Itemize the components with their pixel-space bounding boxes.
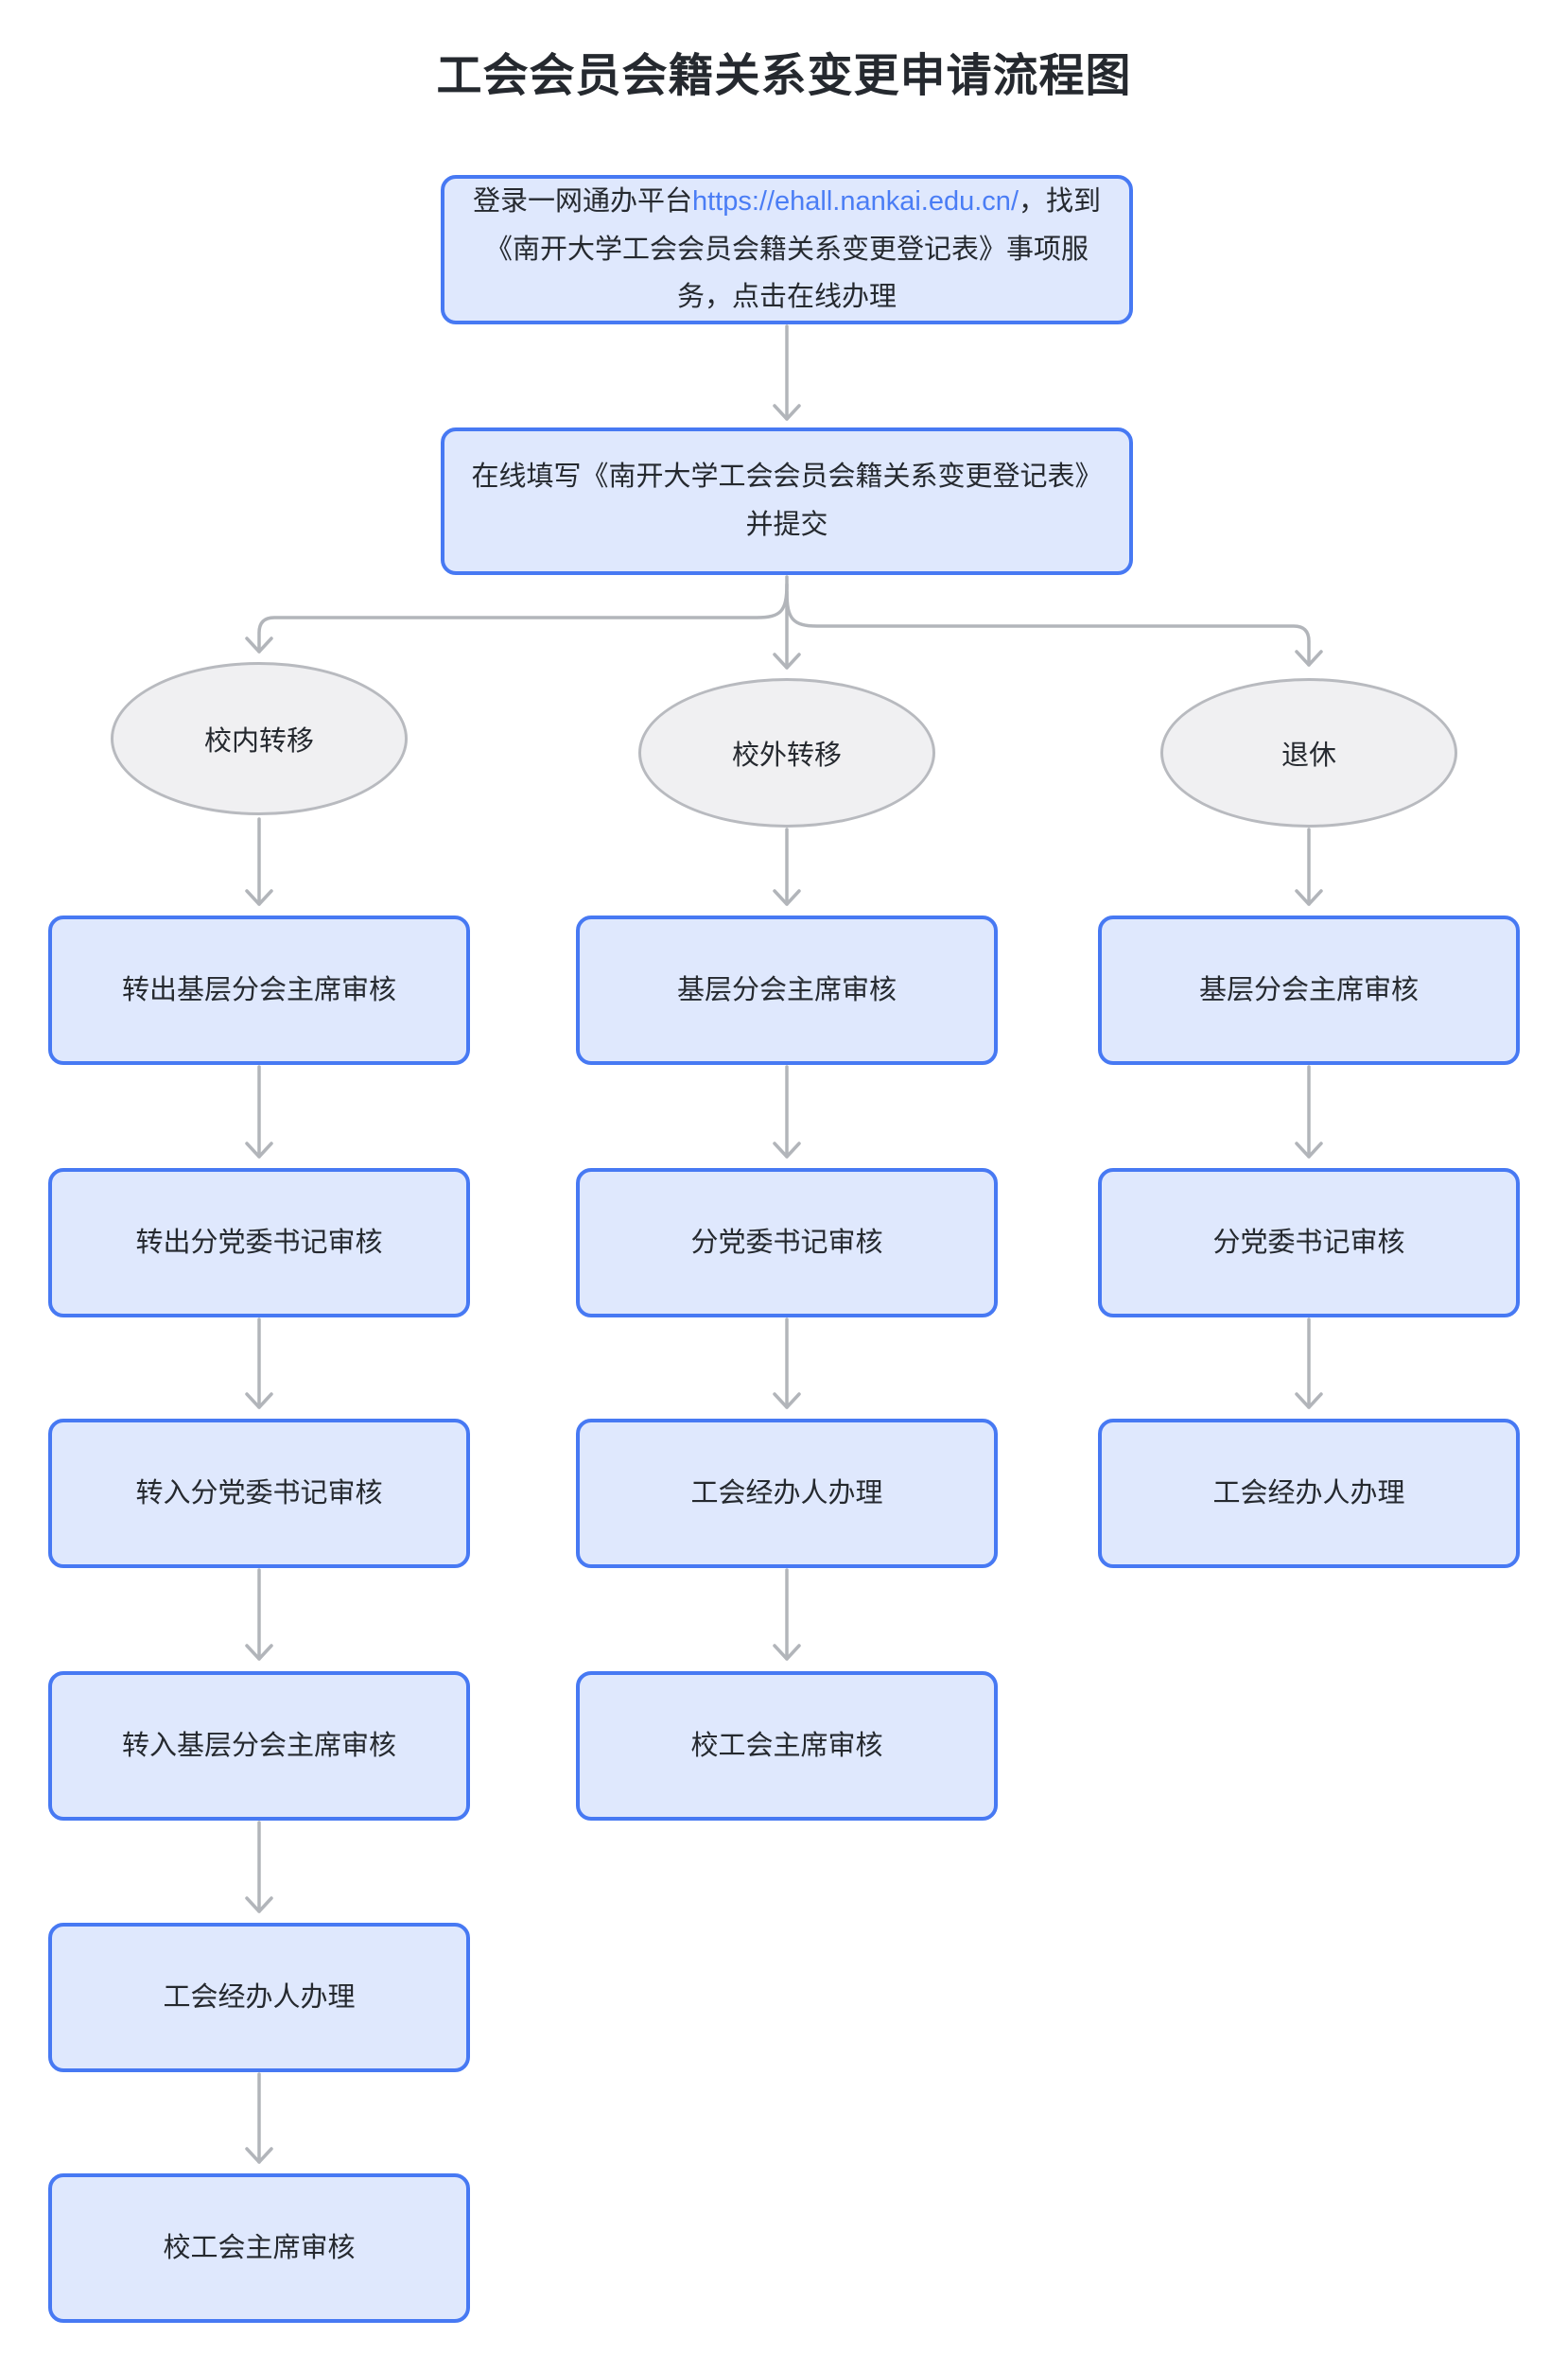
ehall-link[interactable]: https://ehall.nankai.edu.cn/ xyxy=(691,185,1019,217)
branch-arrow-right xyxy=(785,590,1323,667)
login-text-before: 登录一网通办平台 xyxy=(472,185,692,217)
node-fill-form: 在线填写《南开大学工会会员会籍关系变更登记表》并提交 xyxy=(441,427,1133,575)
branch-label-retire: 退休 xyxy=(1160,678,1457,828)
step-internal-5: 工会经办人办理 xyxy=(48,1923,470,2072)
step-external-2: 分党委书记审核 xyxy=(576,1168,998,1317)
page-title: 工会会员会籍关系变更申请流程图 xyxy=(436,51,1132,101)
login-text-after: ，找到《南开大学工会会员会籍关系变更登记表》事项服务，点击在线办理 xyxy=(484,185,1102,313)
branch-label-external-transfer: 校外转移 xyxy=(638,678,935,828)
step-internal-6: 校工会主席审核 xyxy=(48,2173,470,2323)
step-internal-3: 转入分党委书记审核 xyxy=(48,1419,470,1568)
step-internal-4: 转入基层分会主席审核 xyxy=(48,1671,470,1821)
branch-label-internal-transfer: 校内转移 xyxy=(111,662,408,815)
step-external-1: 基层分会主席审核 xyxy=(576,916,998,1065)
step-retire-2: 分党委书记审核 xyxy=(1098,1168,1520,1317)
branch-arrow-left xyxy=(245,583,789,654)
node-login-ehall: 登录一网通办平台https://ehall.nankai.edu.cn/，找到《… xyxy=(441,175,1133,324)
step-external-4: 校工会主席审核 xyxy=(576,1671,998,1821)
step-retire-1: 基层分会主席审核 xyxy=(1098,916,1520,1065)
node-login-text: 登录一网通办平台https://ehall.nankai.edu.cn/，找到《… xyxy=(463,178,1110,322)
step-retire-3: 工会经办人办理 xyxy=(1098,1419,1520,1568)
step-internal-1: 转出基层分会主席审核 xyxy=(48,916,470,1065)
step-external-3: 工会经办人办理 xyxy=(576,1419,998,1568)
step-internal-2: 转出分党委书记审核 xyxy=(48,1168,470,1317)
